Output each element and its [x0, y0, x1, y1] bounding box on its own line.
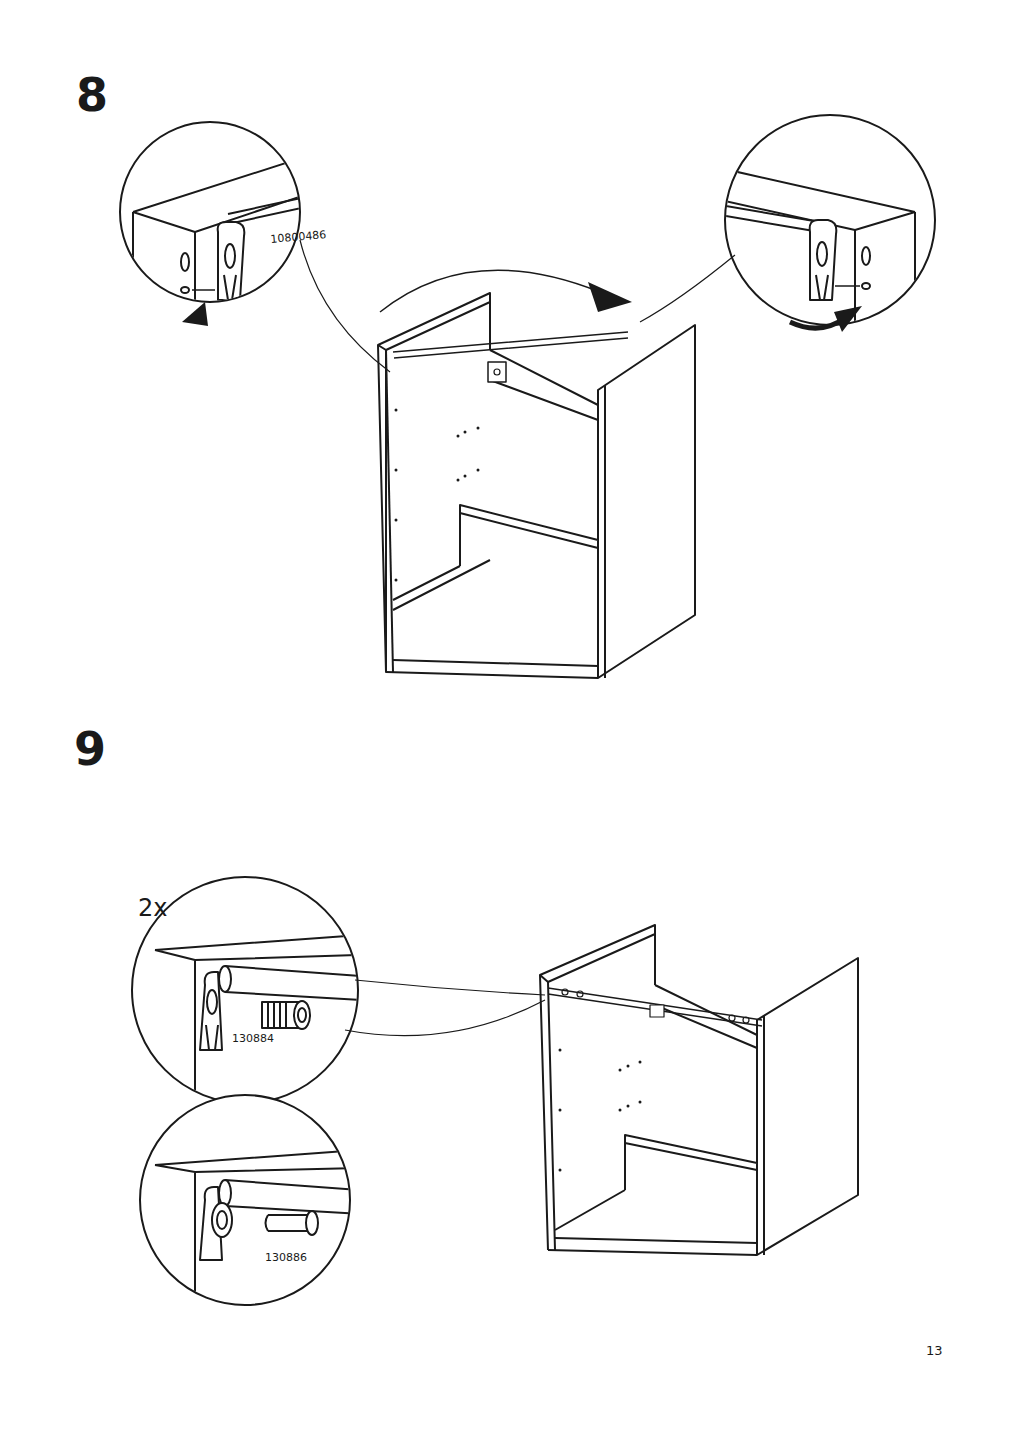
- part-number: 130886: [265, 1252, 307, 1263]
- part-number: 10800486: [270, 229, 327, 245]
- cabinet-step9: [540, 925, 858, 1255]
- step-number: 8: [76, 72, 108, 118]
- quantity: 2x: [138, 896, 167, 920]
- step-number: 9: [74, 726, 106, 772]
- cabinet-step8: [378, 293, 695, 678]
- page-number: 13: [926, 1344, 943, 1357]
- part-number: 130884: [232, 1033, 274, 1044]
